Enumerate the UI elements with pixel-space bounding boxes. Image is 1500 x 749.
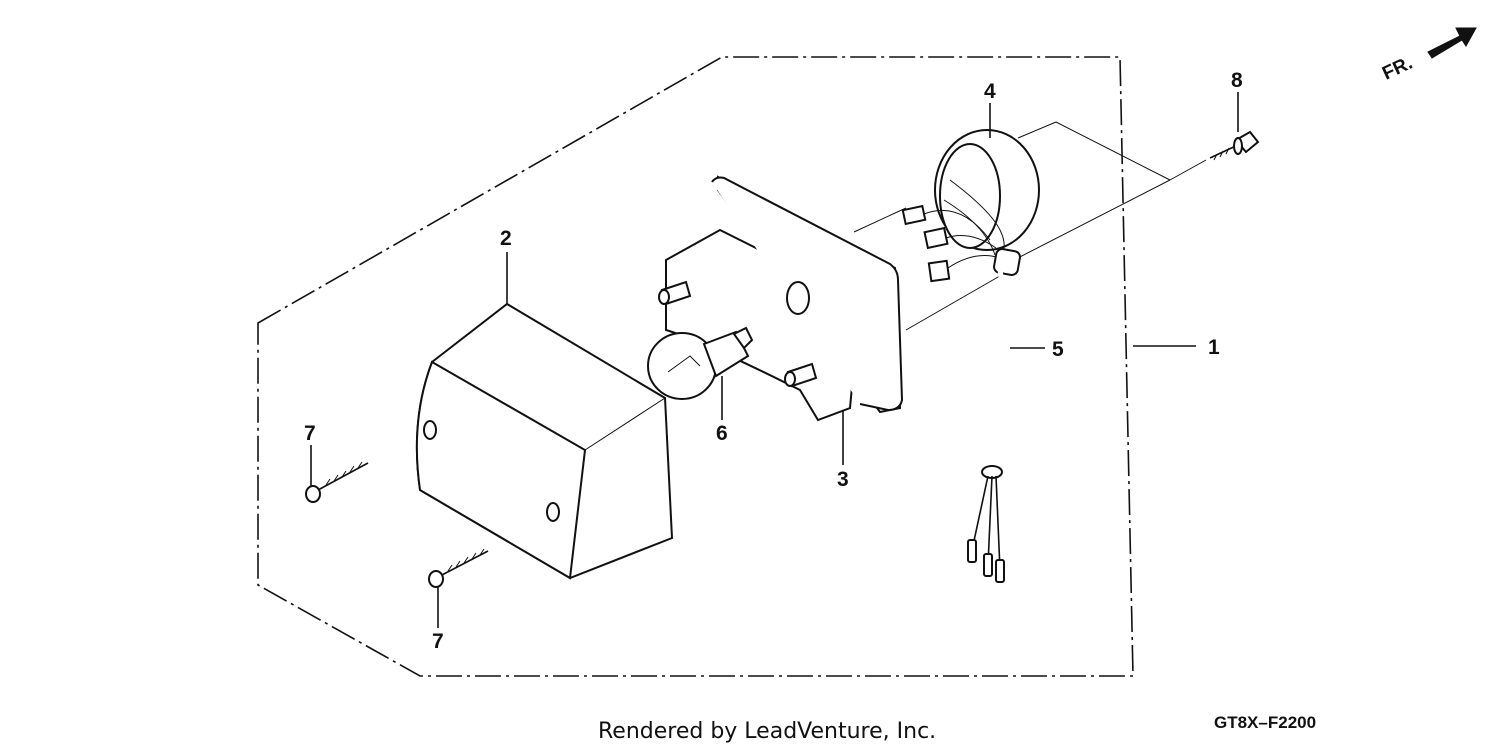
bulb-socket <box>901 129 1040 283</box>
callout-2: 2 <box>500 227 512 250</box>
flange-bolt <box>1209 130 1260 161</box>
callout-8: 8 <box>1231 69 1243 92</box>
front-direction-label: FR. <box>1379 53 1416 85</box>
bulb <box>647 326 754 400</box>
callout-6: 6 <box>716 422 728 445</box>
front-arrow-icon <box>1427 27 1477 59</box>
taillight-lens <box>415 302 674 580</box>
tapping-screw-upper <box>305 461 369 503</box>
callout-leaders <box>310 92 1239 628</box>
taillight-housing <box>658 175 904 422</box>
assembly-boundary <box>257 56 1196 677</box>
diagram-code: GT8X–F2200 <box>1214 713 1316 732</box>
callout-4: 4 <box>984 80 996 103</box>
front-direction-indicator: FR. <box>1379 27 1477 85</box>
callout-3: 3 <box>837 468 849 491</box>
callout-1: 1 <box>1208 336 1220 359</box>
tapping-screw-lower <box>428 548 489 588</box>
footer-credit: Rendered by LeadVenture, Inc. <box>598 719 936 744</box>
callout-7-lower: 7 <box>432 630 444 653</box>
guide-lines <box>853 121 1207 331</box>
wire-harness <box>967 269 1007 583</box>
callout-7-upper: 7 <box>304 422 316 445</box>
callout-5: 5 <box>1052 338 1064 361</box>
